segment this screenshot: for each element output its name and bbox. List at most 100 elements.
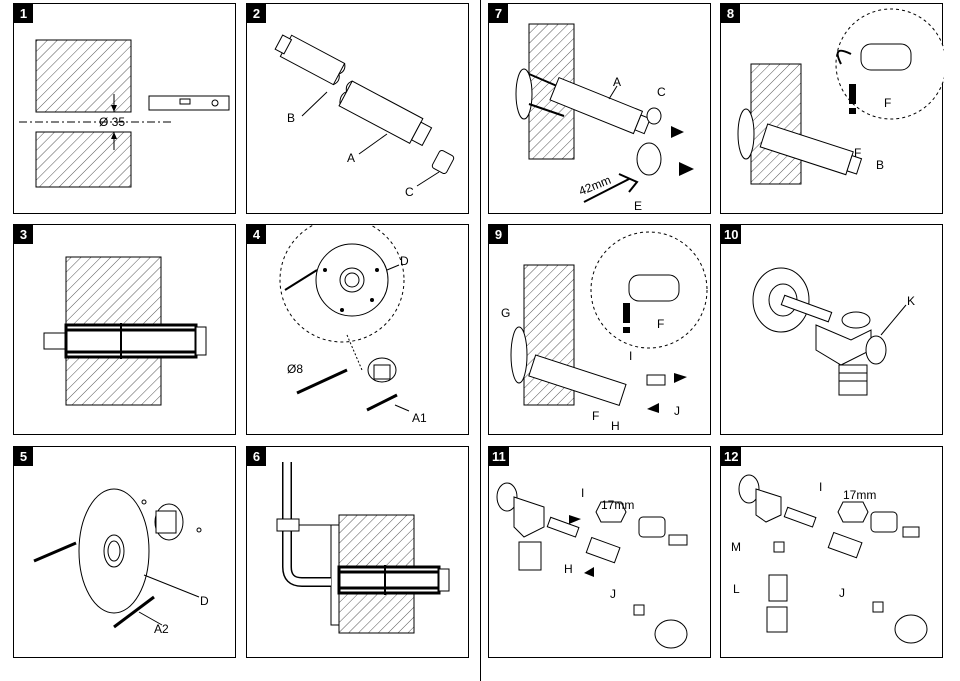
label-d: D bbox=[200, 594, 209, 608]
wall-upper bbox=[35, 39, 132, 113]
step-panel-3: 3 bbox=[13, 224, 236, 435]
outlet-thread bbox=[838, 364, 868, 396]
arrowhead bbox=[111, 132, 117, 139]
screw-a1 bbox=[366, 393, 398, 412]
outlet bbox=[518, 541, 542, 571]
pipe-trim-illustration: 42mm A C E bbox=[515, 23, 694, 213]
cap-c bbox=[646, 107, 662, 125]
drill-diameter-label: Ø8 bbox=[287, 362, 303, 376]
knob bbox=[894, 614, 928, 644]
pencil bbox=[284, 269, 318, 291]
sealing-tape-illustration: F F B bbox=[737, 8, 944, 185]
label-c: C bbox=[405, 185, 414, 199]
step-number: 11 bbox=[489, 447, 509, 466]
screw-a2 bbox=[113, 595, 155, 629]
handle-cap bbox=[638, 516, 666, 538]
wall-lower bbox=[35, 131, 132, 188]
rosette-fastening-illustration: D A2 bbox=[33, 488, 209, 636]
label-m: M bbox=[731, 540, 741, 554]
pipe-segment-lower bbox=[338, 80, 424, 145]
label-c: C bbox=[657, 85, 666, 99]
label-b: B bbox=[876, 158, 884, 172]
pipe-in-wall-illustration bbox=[43, 256, 207, 406]
label-g: G bbox=[501, 306, 510, 320]
label-f: F bbox=[854, 146, 861, 160]
nut-e bbox=[636, 142, 662, 176]
step-panel-12: 12 I 17mm M L J bbox=[720, 446, 943, 658]
label-a: A bbox=[613, 75, 621, 89]
pipe-end bbox=[43, 332, 67, 350]
label-l: L bbox=[733, 582, 740, 596]
label-a: A bbox=[347, 151, 355, 165]
insert-assembly-illustration: G F F H I J bbox=[501, 231, 708, 433]
key bbox=[668, 534, 688, 546]
step-number: 8 bbox=[721, 4, 740, 23]
rosette bbox=[738, 474, 760, 504]
wrench-size-label: 42mm bbox=[577, 173, 613, 198]
screw bbox=[33, 541, 77, 563]
step-number: 3 bbox=[14, 225, 33, 244]
step-number: 9 bbox=[489, 225, 508, 244]
pipe-cut-illustration: B A C bbox=[274, 34, 455, 199]
label-d: D bbox=[400, 254, 409, 268]
pipe-thread bbox=[410, 121, 433, 147]
angle-valve bbox=[815, 324, 872, 366]
arrowhead bbox=[111, 105, 117, 112]
step-panel-6: 6 bbox=[246, 446, 469, 658]
rosette-mounting-illustration: D Ø8 A1 bbox=[279, 225, 427, 425]
step-panel-7: 7 42mm A C E bbox=[488, 3, 711, 214]
valve-body bbox=[513, 496, 545, 538]
label-k: K bbox=[907, 294, 915, 308]
label-h: H bbox=[564, 562, 573, 576]
step-panel-8: 8 F F B bbox=[720, 3, 944, 214]
step-panel-2: 2 B A C bbox=[246, 3, 469, 214]
label-i: I bbox=[819, 480, 822, 494]
pipe-clamp bbox=[276, 518, 300, 532]
label-b: B bbox=[287, 111, 295, 125]
valve-disassembly-illustration: I 17mm H J bbox=[496, 482, 688, 649]
step-number: 1 bbox=[14, 4, 33, 23]
step-number: 5 bbox=[14, 447, 33, 466]
insert-j bbox=[585, 536, 621, 564]
rosette bbox=[496, 482, 518, 512]
column-divider bbox=[480, 0, 481, 681]
gasket-m bbox=[773, 541, 785, 553]
step-panel-4: 4 D Ø8 A1 bbox=[246, 224, 469, 435]
label-i: I bbox=[581, 486, 584, 500]
warning-exclamation bbox=[623, 303, 630, 323]
step-panel-5: 5 D A2 bbox=[13, 446, 236, 658]
label-i: I bbox=[629, 349, 632, 363]
insert-j bbox=[827, 531, 863, 559]
step-panel-9: 9 G F F H I J bbox=[488, 224, 711, 435]
rosette bbox=[737, 108, 755, 160]
label-j: J bbox=[839, 586, 845, 600]
step-panel-1: 1 Ø 35 bbox=[13, 3, 236, 214]
spirit-level bbox=[148, 95, 230, 111]
step-number: 7 bbox=[489, 4, 508, 23]
end-cap bbox=[431, 149, 455, 175]
level-bubble bbox=[179, 98, 191, 105]
key bbox=[902, 526, 920, 538]
valve-body bbox=[755, 488, 782, 523]
valve-mounted-illustration: K bbox=[752, 267, 915, 396]
step-panel-10: 10 K bbox=[720, 224, 943, 435]
wall-drilling-illustration: Ø 35 bbox=[19, 39, 230, 188]
hex-nut-17mm bbox=[837, 501, 869, 523]
pipe-connection-illustration bbox=[276, 462, 450, 634]
step-number: 12 bbox=[721, 447, 742, 466]
hex-nut-17mm bbox=[595, 501, 627, 523]
step-number: 6 bbox=[247, 447, 266, 466]
label-f-detail: F bbox=[657, 317, 664, 331]
drill-bit bbox=[296, 368, 348, 395]
insert-j bbox=[646, 374, 666, 386]
knob bbox=[654, 619, 688, 649]
step-number: 4 bbox=[247, 225, 266, 244]
handle-cap bbox=[870, 511, 898, 533]
label-e: E bbox=[634, 199, 642, 213]
label-f-detail: F bbox=[884, 96, 891, 110]
label-a1: A1 bbox=[412, 411, 427, 425]
step-number: 2 bbox=[247, 4, 266, 23]
label-h: H bbox=[611, 419, 620, 433]
check-valve-l bbox=[768, 574, 788, 602]
wall bbox=[750, 63, 802, 185]
